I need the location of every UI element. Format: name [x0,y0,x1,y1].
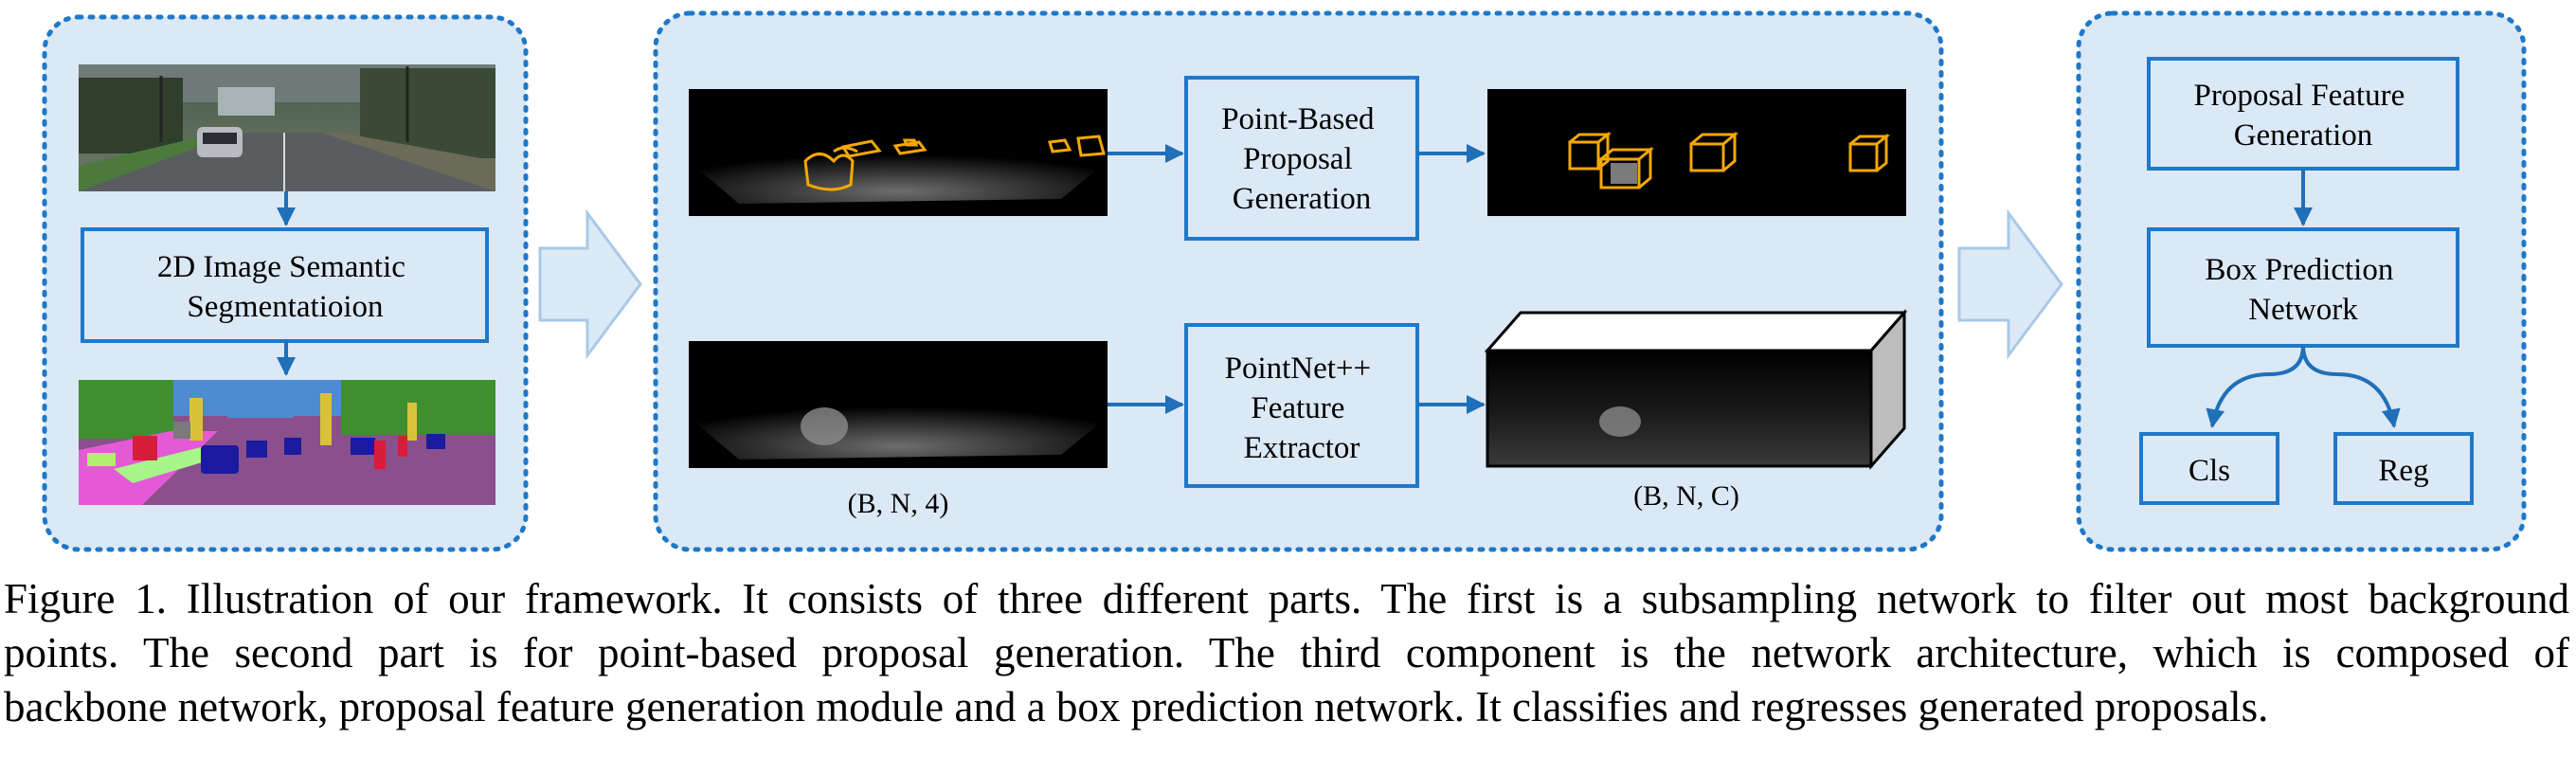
pointnet-feature-label: PointNet++ Feature Extractor [1225,351,1379,465]
reg-label: Reg [2378,454,2428,488]
proposal-feature-gen-box [2147,57,2459,171]
caption-line-1: Figure 1. Illustration of our framework.… [4,575,2569,622]
semantic-seg-box [81,227,489,343]
big-arrow-1 [538,208,642,360]
point-based-proposal-box [1184,76,1419,241]
semantic-seg-label: 2D Image Semantic Segmentatioion [157,250,413,324]
pointnet-feature-box [1184,323,1419,488]
caption-line-2: points. The second part is for point-bas… [4,629,2569,676]
framework-diagram: 2D Image Semantic Segmentatioion [42,10,2527,552]
point-cloud-bottom [689,341,1108,468]
caption-line-3: backbone network, proposal feature gener… [4,683,2269,730]
input-shape-label: (B, N, 4) [848,488,949,519]
point-based-proposal-label: Point-Based Proposal Generation [1221,102,1382,216]
street-photo [79,64,495,191]
figure-caption: Figure 1. Illustration of our framework.… [4,572,2569,734]
big-arrow-2 [1957,208,2063,360]
cls-label: Cls [2189,454,2230,488]
segmentation-map [79,380,495,505]
arrow-to-cls [2206,345,2305,428]
box-prediction-box [2147,227,2459,348]
feature-tensor-cube [1484,309,1908,470]
proposal-feature-gen-label: Proposal Feature Generation [2194,79,2413,153]
box-prediction-label: Box Prediction Network [2205,253,2401,327]
arrow-to-reg [2301,345,2401,428]
point-cloud-top [689,89,1108,216]
output-shape-label: (B, N, C) [1633,480,1739,512]
reg-box [2333,432,2474,505]
cls-box [2139,432,2279,505]
proposal-boxes-view [1487,89,1906,216]
